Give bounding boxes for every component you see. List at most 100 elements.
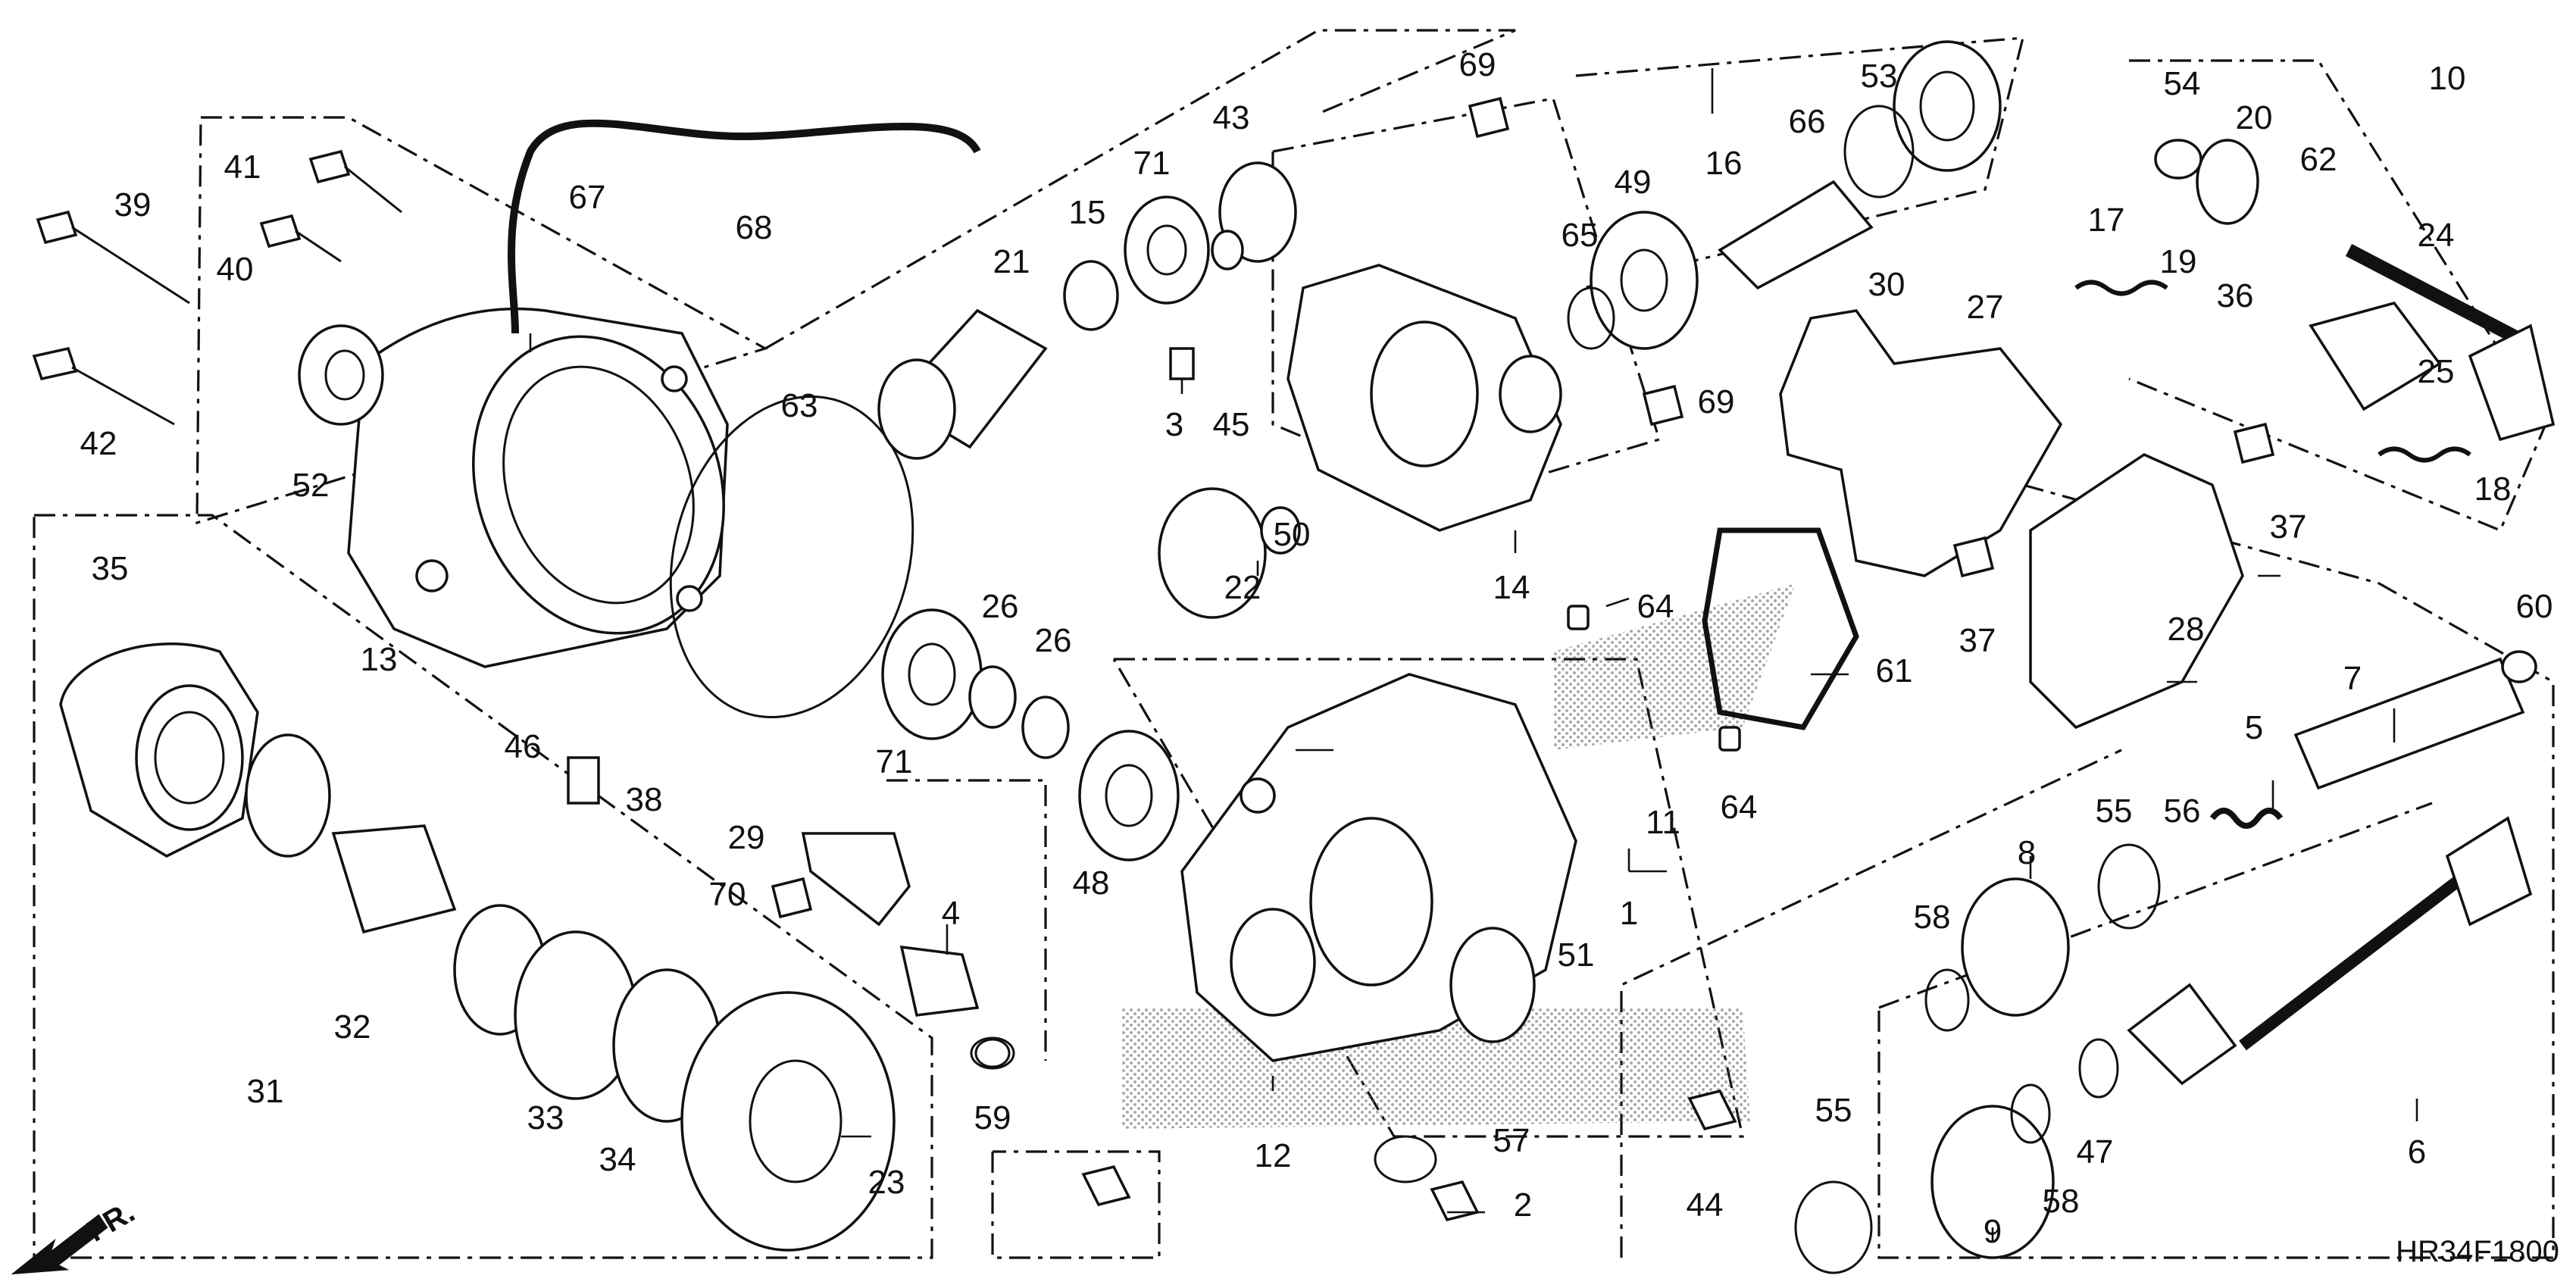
callout-68: 68 [736,209,773,246]
upper-case [1286,264,1562,532]
callout-19: 19 [2160,243,2197,280]
front-direction-marker: FR. [11,1195,140,1275]
callout-1: 1 [1620,895,1638,932]
callout-52: 52 [292,467,330,504]
callout-60: 60 [2516,588,2553,625]
callout-11: 11 [1646,804,1680,841]
bearing-52-icon [298,324,384,426]
callout-61: 61 [1876,652,1913,689]
callout-9: 9 [1984,1213,2002,1250]
callout-30: 30 [1868,266,1905,303]
callout-64a: 64 [1637,588,1674,625]
spring-icons [2074,280,2471,463]
callout-2: 2 [1514,1186,1532,1224]
callout-69a: 69 [1459,46,1496,83]
callout-21: 21 [993,243,1030,280]
callout-50: 50 [1274,516,1311,553]
callout-58a: 58 [1914,899,1951,936]
differential-case [59,642,259,858]
callout-58b: 58 [2043,1183,2080,1220]
callout-labels: 1 2 3 4 5 6 7 8 9 10 11 12 13 14 15 16 1… [80,46,2553,1250]
callout-64b: 64 [1721,789,1758,826]
callout-37b: 37 [1959,622,1996,659]
callout-10: 10 [2429,60,2466,97]
o-ring-icons [970,139,2537,1274]
callout-41: 41 [224,148,261,186]
rear-housing-cover [347,307,729,668]
callout-6: 6 [2408,1133,2426,1171]
callout-55b: 55 [1815,1092,1852,1129]
callout-13: 13 [361,641,398,678]
gear-case [1180,673,1577,1062]
nut-icons [567,96,2275,1222]
callout-27: 27 [1967,289,2004,326]
cover-28 [2029,453,2244,730]
callout-37a: 37 [2270,508,2307,546]
callout-53: 53 [1861,58,1898,95]
callout-23: 23 [868,1164,905,1201]
callout-70: 70 [709,876,746,913]
callout-44: 44 [1687,1186,1724,1224]
o-ring-large [669,395,914,719]
bolt-icons [32,149,402,426]
callout-15: 15 [1069,194,1106,231]
callout-62: 62 [2300,141,2337,178]
callout-20: 20 [2236,99,2273,136]
callout-56: 56 [2164,792,2201,830]
callout-4: 4 [942,895,960,932]
pinion-gear [877,161,1301,861]
shaft-16 [1567,40,2002,350]
callout-40: 40 [217,251,254,288]
callout-63: 63 [781,387,818,424]
callout-42: 42 [80,425,117,462]
callout-39: 39 [114,186,152,224]
callout-71b: 71 [876,743,913,780]
callout-22: 22 [1224,569,1261,606]
callout-25: 25 [2418,353,2455,390]
callout-14: 14 [1493,569,1530,606]
callout-5: 5 [2245,709,2263,746]
callout-29: 29 [728,819,765,856]
callout-43: 43 [1213,99,1250,136]
callout-71a: 71 [1133,145,1171,182]
callout-45: 45 [1213,406,1250,443]
callout-17: 17 [2088,202,2125,239]
differential-parts [245,733,896,1252]
callout-24: 24 [2418,217,2455,254]
callout-31: 31 [247,1073,284,1110]
callout-47: 47 [2077,1133,2114,1171]
callout-67: 67 [569,179,606,216]
callout-49: 49 [1615,164,1652,201]
leader-lines [529,68,2418,1243]
callout-12: 12 [1255,1137,1292,1174]
callout-26b: 26 [1035,622,1072,659]
callout-3: 3 [1165,406,1183,443]
callout-57: 57 [1493,1122,1530,1159]
callout-35: 35 [92,550,129,587]
callout-8: 8 [2018,834,2036,871]
callout-32: 32 [334,1008,371,1046]
callout-16: 16 [1705,145,1743,182]
sensor-4 [801,832,1011,1068]
seal-61 [1702,527,1859,730]
callout-34: 34 [599,1141,636,1178]
callout-65: 65 [1562,217,1599,254]
callout-18: 18 [2474,470,2512,508]
breather-tube [508,119,981,334]
callout-66: 66 [1789,103,1826,140]
callout-55a: 55 [2096,792,2133,830]
callout-48: 48 [1073,864,1110,902]
callout-38: 38 [626,781,663,818]
diagram-code: HR34F1800 [2396,1235,2559,1268]
washer-icons [1211,230,1741,752]
callout-69b: 69 [1698,383,1735,420]
callout-36: 36 [2217,277,2254,314]
callout-33: 33 [527,1099,564,1136]
callout-51: 51 [1558,936,1595,974]
callout-28: 28 [2168,611,2205,648]
callout-59: 59 [974,1099,1011,1136]
drive-shaft [1930,657,2533,1259]
callout-46: 46 [505,728,542,765]
callout-7: 7 [2343,660,2362,697]
